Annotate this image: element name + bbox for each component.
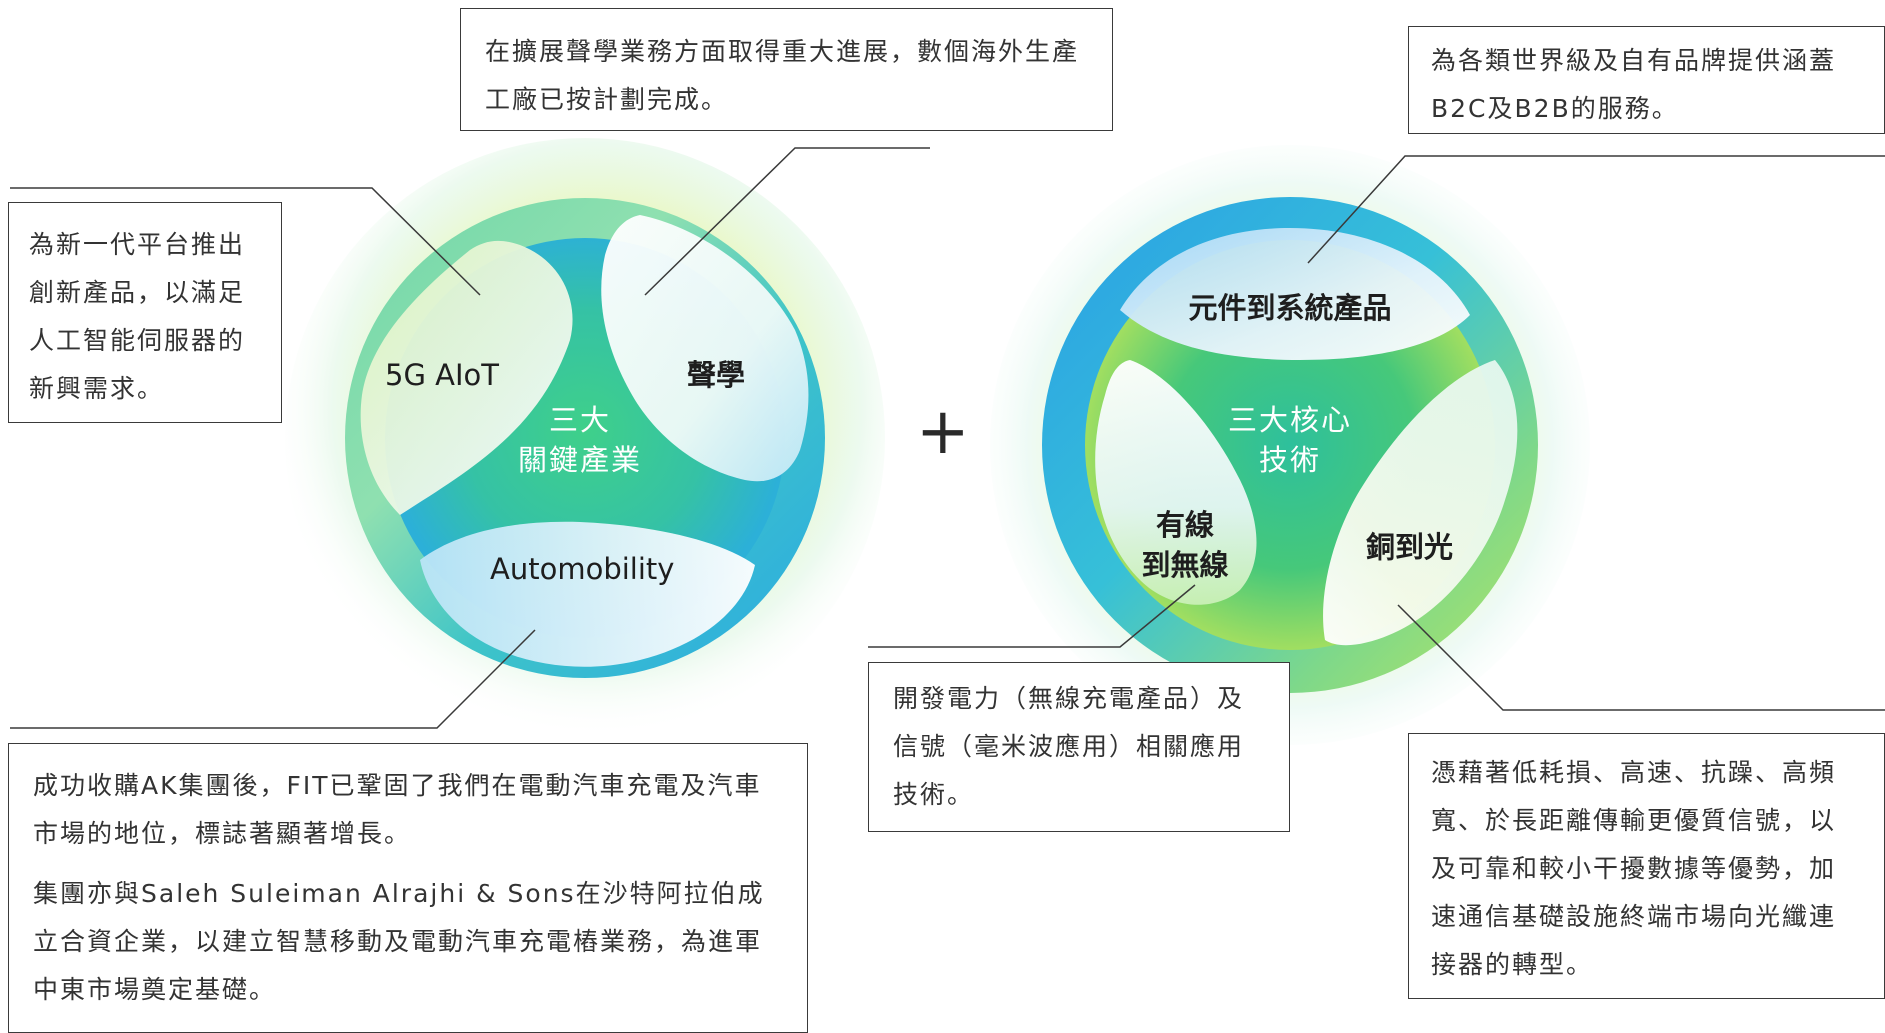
callout-component-to-system-text: 為各類世界級及自有品牌提供涵蓋B2C及B2B的服務。 (1431, 46, 1837, 123)
segment-component-to-system-shape (1120, 228, 1470, 360)
left-center-label: 三大 關鍵產業 (490, 400, 670, 480)
callout-acoustics: 在擴展聲學業務方面取得重大進展，數個海外生產工廠已按計劃完成。 (460, 8, 1113, 131)
wired-line-1: 有線 (1155, 508, 1214, 542)
connector-component-to-system (1307, 155, 1885, 264)
connector-acoustics (644, 147, 930, 296)
callout-wired-to-wireless: 開發電力（無線充電產品）及信號（毫米波應用）相關應用技術。 (868, 662, 1290, 832)
callout-automobility-text-2: 集團亦與Saleh Suleiman Alrajhi & Sons在沙特阿拉伯成… (33, 879, 765, 1004)
right-center-line-1: 三大核心 (1227, 403, 1352, 437)
segment-acoustics-label: 聲學 (687, 358, 746, 392)
connector-copper-to-optical (1397, 604, 1885, 711)
segment-5g-aiot-shape (360, 240, 573, 515)
callout-copper-to-optical: 憑藉著低耗損、高速、抗躁、高頻寬、於長距離傳輸更優質信號，以及可靠和較小干擾數據… (1408, 733, 1885, 999)
connector-5g-aiot (10, 187, 481, 296)
connector-wired-to-wireless (868, 584, 1196, 648)
callout-automobility: 成功收購AK集團後，FIT已鞏固了我們在電動汽車充電及汽車市場的地位，標誌著顯著… (8, 743, 808, 1033)
left-center-line-2: 關鍵產業 (517, 443, 642, 477)
segment-acoustics-shape (601, 215, 809, 482)
left-center-line-1: 三大 (548, 403, 611, 437)
segment-copper-to-optical-shape (1323, 360, 1518, 646)
callout-automobility-text-1: 成功收購AK集團後，FIT已鞏固了我們在電動汽車充電及汽車市場的地位，標誌著顯著… (33, 771, 762, 848)
callout-acoustics-text: 在擴展聲學業務方面取得重大進展，數個海外生產工廠已按計劃完成。 (485, 37, 1080, 114)
segment-component-to-system-label: 元件到系統產品 (1188, 291, 1392, 325)
right-center-label: 三大核心 技術 (1200, 400, 1380, 480)
callout-5g-aiot-text: 為新一代平台推出創新產品，以滿足人工智能伺服器的新興需求。 (29, 230, 246, 403)
segment-5g-aiot-label: 5G AIoT (385, 358, 499, 392)
wired-line-2: 到無線 (1141, 548, 1229, 582)
callout-copper-to-optical-text: 憑藉著低耗損、高速、抗躁、高頻寬、於長距離傳輸更優質信號，以及可靠和較小干擾數據… (1431, 758, 1837, 979)
segment-copper-to-optical-label: 銅到光 (1366, 530, 1454, 564)
connector-automobility (10, 629, 536, 729)
segment-wired-to-wireless-shape (1095, 360, 1257, 605)
callout-5g-aiot: 為新一代平台推出創新產品，以滿足人工智能伺服器的新興需求。 (8, 202, 282, 423)
callout-component-to-system: 為各類世界級及自有品牌提供涵蓋B2C及B2B的服務。 (1408, 26, 1885, 134)
plus-sign: + (916, 395, 970, 469)
segment-wired-to-wireless-label: 有線 到無線 (1130, 505, 1240, 585)
callout-wired-to-wireless-text: 開發電力（無線充電產品）及信號（毫米波應用）相關應用技術。 (893, 684, 1245, 809)
segment-automobility-shape (420, 521, 755, 667)
segment-automobility-label: Automobility (490, 552, 675, 586)
right-center-line-2: 技術 (1258, 443, 1321, 477)
